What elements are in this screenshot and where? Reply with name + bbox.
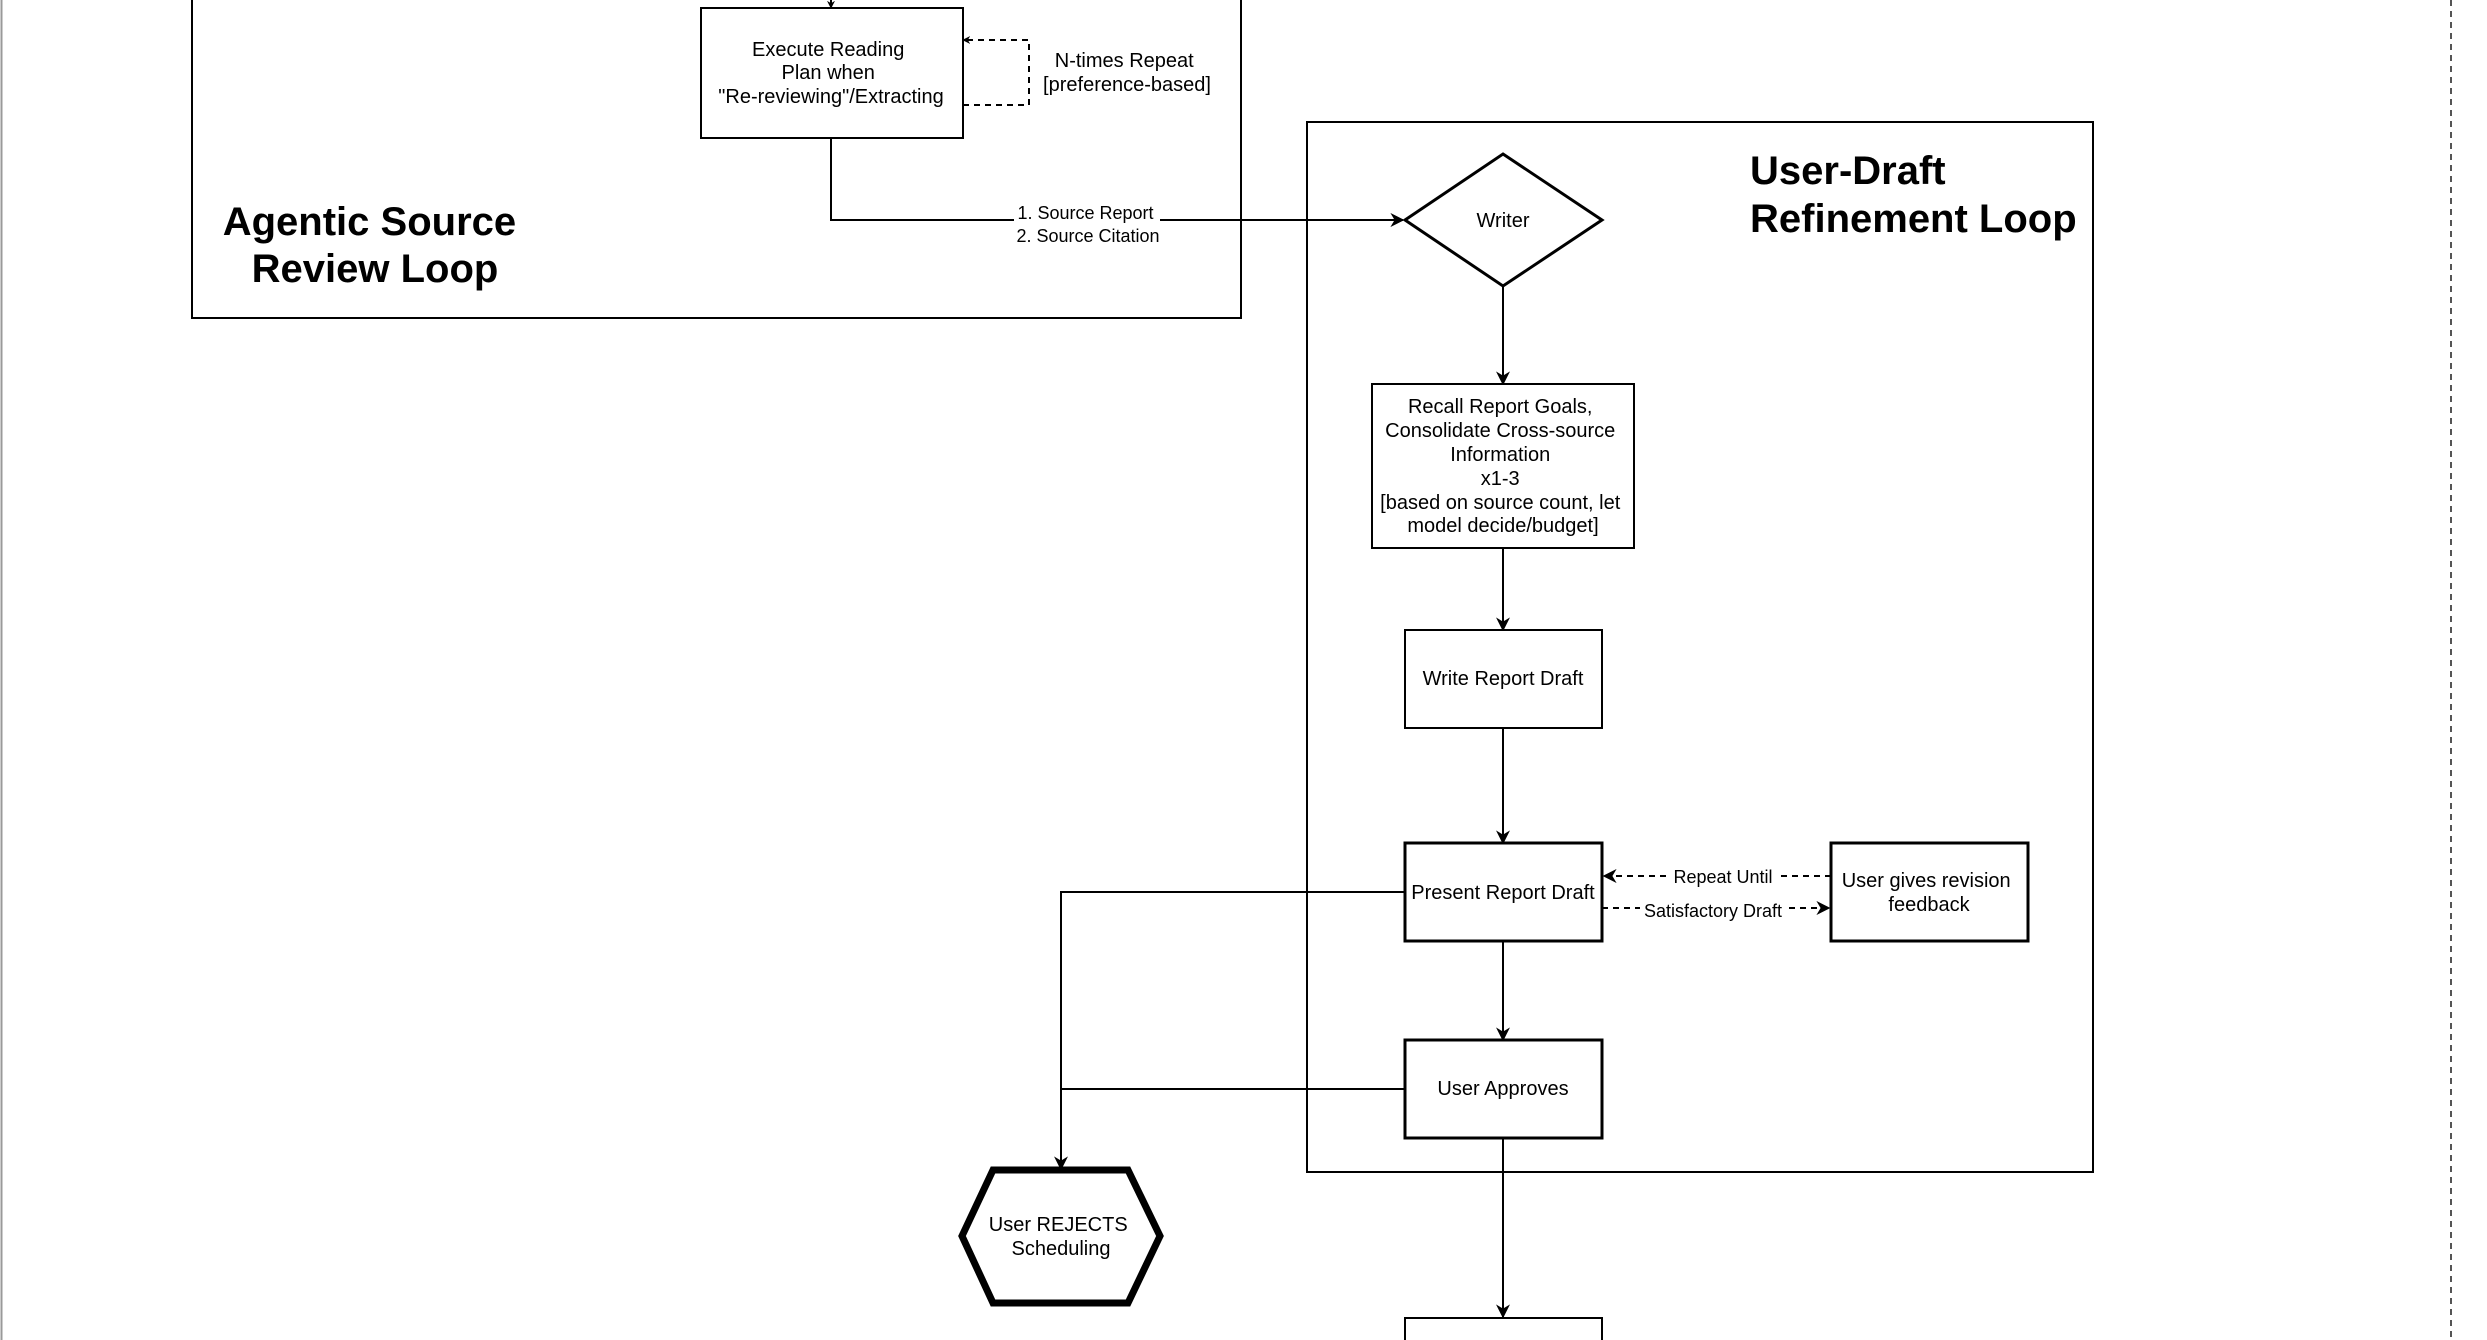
source-outputs-label: 1. Source Report 2. Source Citation xyxy=(1016,203,1159,246)
agentic-loop-title: Agentic Source Review Loop xyxy=(223,200,528,291)
next-node-partial[interactable] xyxy=(1404,1317,1603,1340)
repeat-until-label: Repeat Until xyxy=(1673,867,1772,887)
writer-label: Writer xyxy=(1477,210,1530,232)
write-report-draft-node[interactable]: Write Report Draft xyxy=(1404,629,1603,729)
user-gives-revision-feedback-node[interactable]: User gives revision feedback xyxy=(1829,841,2030,943)
present-report-draft-node[interactable]: Present Report Draft xyxy=(1403,841,1604,943)
repeat-until-label-bg xyxy=(1670,864,1776,888)
agentic-source-review-loop: Agentic Source Review Loop xyxy=(191,0,1242,319)
execute-reading-plan-node[interactable]: Execute Reading Plan when "Re-reviewing"… xyxy=(700,7,964,139)
write-report-draft-label: Write Report Draft xyxy=(1423,668,1584,690)
user-draft-refinement-loop: User-Draft Refinement Loop xyxy=(1306,121,2094,1173)
satisfactory-draft-label-bg xyxy=(1640,896,1786,920)
source-outputs-edge xyxy=(830,138,1405,227)
agentic-loop-border xyxy=(191,0,1242,319)
refinement-loop-title: User-Draft Refinement Loop xyxy=(1750,149,2077,241)
recall-report-goals-node[interactable]: Recall Report Goals, Consolidate Cross-s… xyxy=(1371,383,1635,549)
user-rejects-scheduling-label: User REJECTS Scheduling xyxy=(989,1214,1133,1260)
user-gives-revision-feedback-label: User gives revision feedback xyxy=(1842,870,2017,916)
n-times-repeat-loop xyxy=(962,36,1030,106)
refinement-loop-border xyxy=(1306,121,2094,1173)
satisfactory-draft-label: Satisfactory Draft xyxy=(1644,901,1782,921)
execute-reading-plan-label: Execute Reading Plan when "Re-reviewing"… xyxy=(718,39,943,108)
writer-node[interactable]: Writer xyxy=(1402,152,1605,288)
n-times-repeat-label: N-times Repeat [preference-based] xyxy=(1043,50,1211,96)
recall-report-goals-label: Recall Report Goals, Consolidate Cross-s… xyxy=(1380,396,1626,537)
present-report-draft-label: Present Report Draft xyxy=(1411,882,1595,904)
edge-present-to-rejects xyxy=(1054,891,1405,1171)
user-approves-node[interactable]: User Approves xyxy=(1403,1038,1604,1140)
user-approves-label: User Approves xyxy=(1437,1078,1568,1100)
source-outputs-label-bg xyxy=(1014,200,1160,248)
user-rejects-scheduling-node[interactable]: User REJECTS Scheduling xyxy=(958,1166,1164,1307)
